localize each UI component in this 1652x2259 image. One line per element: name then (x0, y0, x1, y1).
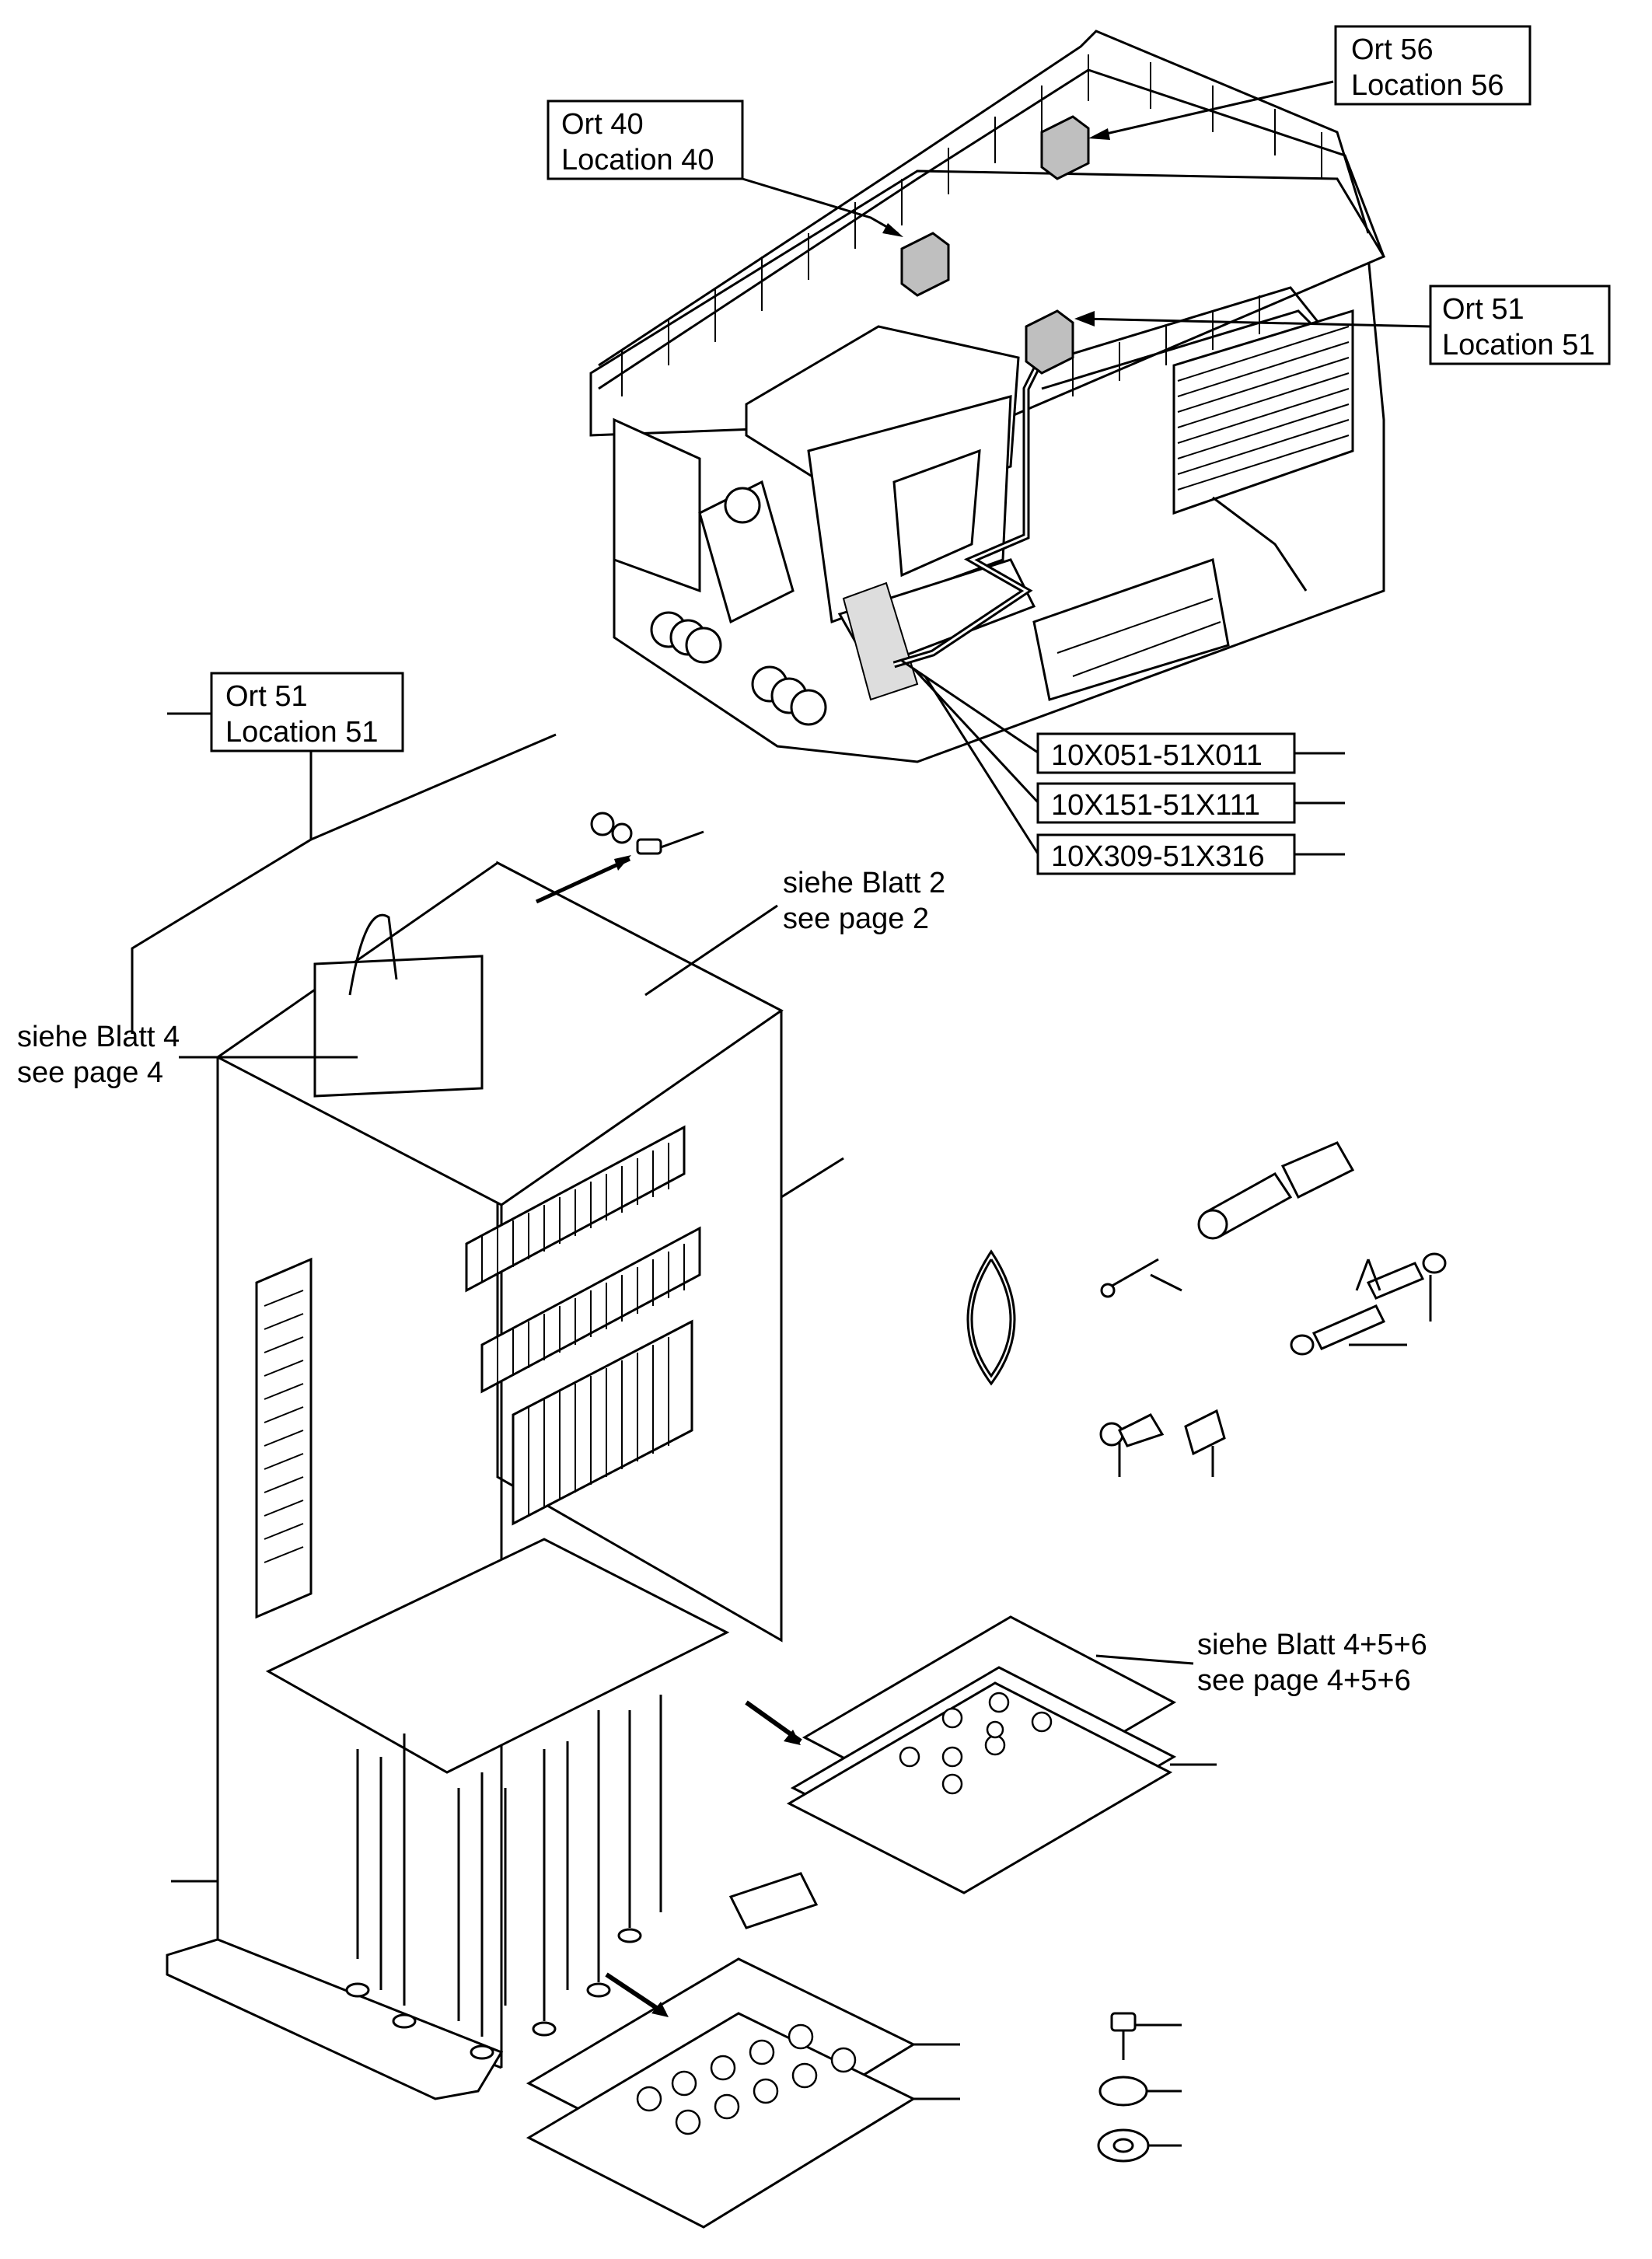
cable-conduits (345, 1695, 662, 2060)
callout-location-51-cabinet-line2: Location 51 (225, 716, 379, 749)
reference-sheet-4: siehe Blatt 4 see page 4 (17, 1021, 358, 1089)
reference-sheet-456-line2: see page 4+5+6 (1197, 1664, 1411, 1697)
reference-sheet-2-line2: see page 2 (783, 903, 929, 935)
callout-location-51-top: Ort 51 Location 51 (1429, 285, 1611, 365)
gland-plate-lower (526, 1957, 960, 2229)
callout-location-40-line2: Location 40 (561, 144, 714, 176)
terminal-blocks (255, 913, 701, 1619)
location-51-box (1025, 309, 1074, 375)
connector-label-2-text: 10X151-51X111 (1051, 789, 1260, 822)
reference-sheet-456: siehe Blatt 4+5+6 see page 4+5+6 (1095, 1629, 1427, 1697)
control-cabinet (131, 700, 844, 2100)
location-40-box (900, 232, 950, 297)
small-parts (966, 1141, 1447, 2163)
callout-location-56: Ort 56 Location 56 (1334, 25, 1532, 106)
connector-label-3-text: 10X309-51X316 (1051, 840, 1265, 873)
callout-location-51-cabinet: Ort 51 Location 51 (167, 672, 404, 752)
callout-location-40-line1: Ort 40 (561, 108, 644, 141)
reference-sheet-456-line1: siehe Blatt 4+5+6 (1197, 1629, 1427, 1661)
callout-location-40: Ort 40 Location 40 (547, 100, 744, 180)
machine-overview (589, 30, 1431, 854)
location-56-box (1040, 115, 1090, 180)
reference-sheet-2-line1: siehe Blatt 2 (783, 867, 945, 899)
connector-label-1-text: 10X051-51X011 (1051, 739, 1263, 772)
connector-label-3: 10X309-51X316 (1036, 833, 1345, 875)
callout-location-51-cabinet-line1: Ort 51 (225, 680, 308, 713)
connector-label-2: 10X151-51X111 (1036, 782, 1345, 824)
callout-location-56-line2: Location 56 (1351, 69, 1504, 102)
reference-sheet-4-line1: siehe Blatt 4 (17, 1021, 180, 1053)
callout-location-51-top-line2: Location 51 (1442, 329, 1595, 361)
connector-label-1: 10X051-51X011 (1036, 732, 1345, 774)
callout-location-56-line1: Ort 56 (1351, 33, 1434, 66)
reference-sheet-2: siehe Blatt 2 see page 2 (644, 867, 945, 997)
reference-sheet-4-line2: see page 4 (17, 1056, 163, 1089)
callout-location-51-top-line1: Ort 51 (1442, 293, 1525, 326)
gland-plate-upper (745, 1615, 1217, 1894)
crawler-wheels (650, 611, 827, 726)
